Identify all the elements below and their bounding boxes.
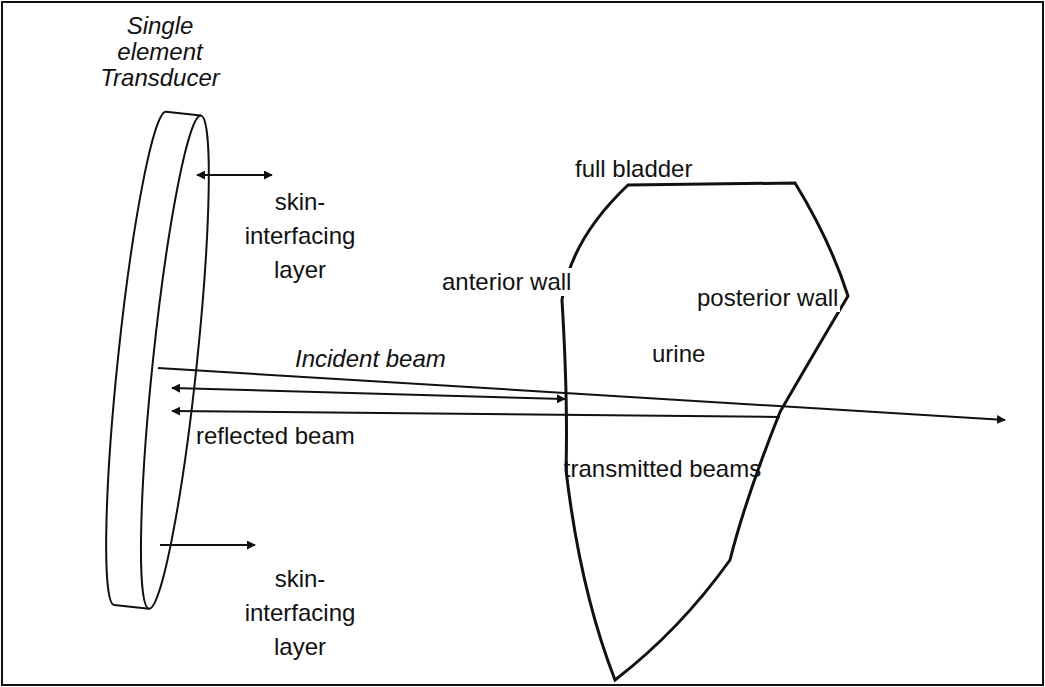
node-title: Single element Transducer (90, 13, 230, 91)
reflected-beam (172, 388, 565, 399)
layer-label: skin- interfacing layer (232, 185, 368, 287)
bladder: full bladder (540, 150, 860, 685)
beam-label: transmitted beams (560, 452, 765, 486)
transducer: Single element Transducer (20, 5, 230, 620)
transducer-face (127, 113, 223, 611)
incident-beam (158, 368, 1005, 420)
beam-label: reflected beam (196, 422, 355, 450)
transducer-body (92, 109, 201, 608)
node-title: full bladder (575, 156, 755, 182)
bladder-outline (562, 183, 848, 680)
beam-label: Incident beam (295, 345, 446, 373)
wall-label: anterior wall (440, 268, 573, 296)
bladder-shape (540, 150, 860, 685)
reflected-beam (172, 411, 780, 417)
wall-label: posterior wall (695, 284, 840, 312)
layer-label: skin- interfacing layer (232, 562, 368, 664)
transducer-shape (20, 5, 230, 620)
fluid-label: urine (652, 340, 705, 368)
skin-layer-arrow (160, 544, 255, 546)
